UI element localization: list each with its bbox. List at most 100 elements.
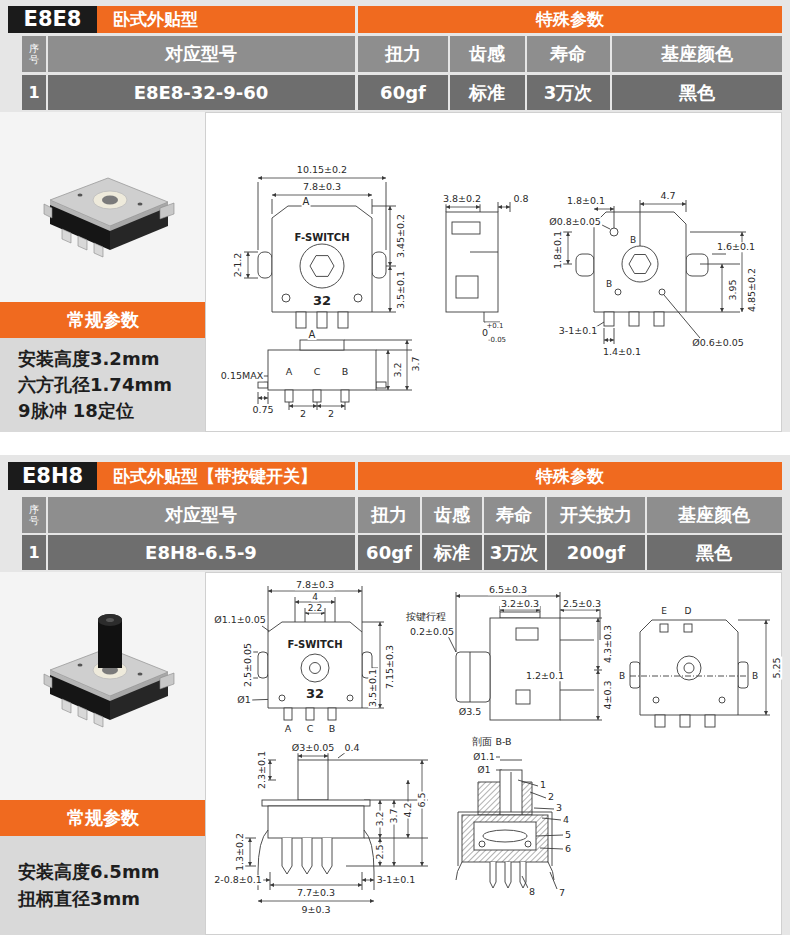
dimension-lines <box>568 232 569 264</box>
dimension-label: Ø1 <box>477 766 492 775</box>
dimension-label: 7 <box>558 888 566 898</box>
dimension-lines <box>270 885 362 886</box>
dimension-label: 6 <box>564 844 572 854</box>
dimension-label: 3-1±0.1 <box>558 326 599 336</box>
params-box: 安装高度6.5mm扭柄直径3mm <box>0 836 205 935</box>
technical-drawing <box>500 770 522 815</box>
dimension-label: 6.5±0.3 <box>488 585 528 595</box>
table-header-cell: 序号 <box>29 43 39 65</box>
dimension-label: 7.8±0.3 <box>295 580 335 590</box>
table-header-cell: 寿命 <box>550 45 586 63</box>
dimension-label: 2-1.2 <box>233 252 243 279</box>
technical-drawing <box>268 806 364 838</box>
technical-drawing <box>629 312 639 326</box>
technical-drawing <box>615 289 621 295</box>
technical-drawing <box>258 252 272 278</box>
technical-drawing <box>282 294 290 302</box>
technical-drawing <box>310 256 334 277</box>
params-box: 安装高度3.2mm六方孔径1.74mm9脉冲 18定位 <box>0 338 205 432</box>
dimension-label: 1.8±0.1 <box>553 230 563 270</box>
dimension-lines <box>298 756 328 757</box>
node-text: 安装高度3.2mm <box>18 346 159 372</box>
table-header-cell: 扭力 <box>385 45 421 63</box>
product-photo <box>106 618 114 622</box>
node-text: 特殊参数 <box>536 464 604 489</box>
technical-drawing <box>446 212 498 312</box>
technical-drawing <box>630 662 640 688</box>
technical-drawing <box>470 652 471 702</box>
dimension-label: 3.2 <box>393 361 403 378</box>
dimension-lines <box>305 613 325 614</box>
dimension-label: 4±0.3 <box>603 679 613 710</box>
dimension-lines <box>407 340 408 390</box>
dimension-label: 0.2±0.05 <box>409 627 455 637</box>
technical-drawing <box>252 586 384 708</box>
technical-drawing <box>622 246 658 282</box>
dimension-lines <box>604 340 614 341</box>
dimension-label: 1.6±0.1 <box>716 242 756 252</box>
dimension-label: 2.5±0.05 <box>243 642 253 688</box>
dimension-label: 2.5±0.3 <box>562 599 602 609</box>
table-header-cell: 对应型号 <box>165 506 237 524</box>
dimension-label: A <box>284 724 293 734</box>
table-cells <box>450 36 525 72</box>
node-text: E8H8 <box>22 462 83 490</box>
dimension-lines <box>594 209 614 210</box>
table-value-cell: 200gf <box>567 544 625 562</box>
technical-drawing <box>376 382 386 388</box>
technical-drawing <box>604 312 614 326</box>
technical-drawing <box>654 312 664 326</box>
table-value-cell: 标准 <box>469 84 505 102</box>
node-text: 特殊参数 <box>536 7 604 32</box>
dimension-label: E <box>660 607 668 616</box>
technical-drawing <box>490 618 560 720</box>
dimension-label: A <box>285 367 294 377</box>
technical-drawing <box>490 862 526 888</box>
dimension-lines <box>362 880 374 881</box>
dimension-label: 4.3±0.3 <box>603 624 613 664</box>
dimension-label: 3.7 <box>411 355 421 372</box>
dimension-label: 3.5±0.1 <box>396 270 406 310</box>
table-value-cell: 60gf <box>380 84 426 102</box>
dimension-label: 2.5 <box>375 843 385 860</box>
node-text: 常规参数 <box>67 307 139 333</box>
technical-drawing <box>680 715 690 727</box>
table-header-cell: 开关按力 <box>560 506 632 524</box>
model-badge: E8H8 <box>8 462 97 490</box>
table-header-cell: 序号 <box>29 504 39 526</box>
technical-drawing <box>301 654 329 682</box>
technical-drawing <box>268 622 362 708</box>
table-cells <box>22 535 46 570</box>
technical-drawing <box>338 312 348 328</box>
dimension-label: 按键行程 <box>405 612 447 622</box>
technical-drawing <box>705 715 715 727</box>
technical-drawing <box>279 695 285 701</box>
technical-drawing <box>310 663 321 674</box>
backgrounds <box>0 112 205 302</box>
model-badge: E8E8 <box>8 6 97 33</box>
backgrounds <box>0 572 205 800</box>
dimension-lines <box>446 207 480 208</box>
table-cells <box>484 497 545 533</box>
dimension-label: 4.2 <box>403 801 413 818</box>
dimension-label: C <box>313 367 322 377</box>
table-value-cell: 黑色 <box>696 544 732 562</box>
table-cells <box>647 497 782 533</box>
dimension-label: 3.5±0.1 <box>368 668 378 708</box>
dimension-label: 3.2 <box>375 810 385 827</box>
dimension-lines <box>258 398 268 399</box>
technical-drawing <box>300 340 344 350</box>
params-heading: 常规参数 <box>0 302 205 338</box>
table-value-cell: 标准 <box>434 544 470 562</box>
dimension-label: 1.8±0.1 <box>566 196 606 206</box>
dimension-lines <box>248 178 766 901</box>
technical-drawing <box>285 390 293 402</box>
dimension-label: A <box>308 330 317 340</box>
product-photo <box>44 178 174 257</box>
dimension-label: 4 <box>311 593 319 602</box>
dimension-label: 7.7±0.3 <box>296 888 336 898</box>
technical-drawing <box>354 294 362 302</box>
table-cells <box>22 75 46 110</box>
technical-drawing <box>684 624 692 632</box>
